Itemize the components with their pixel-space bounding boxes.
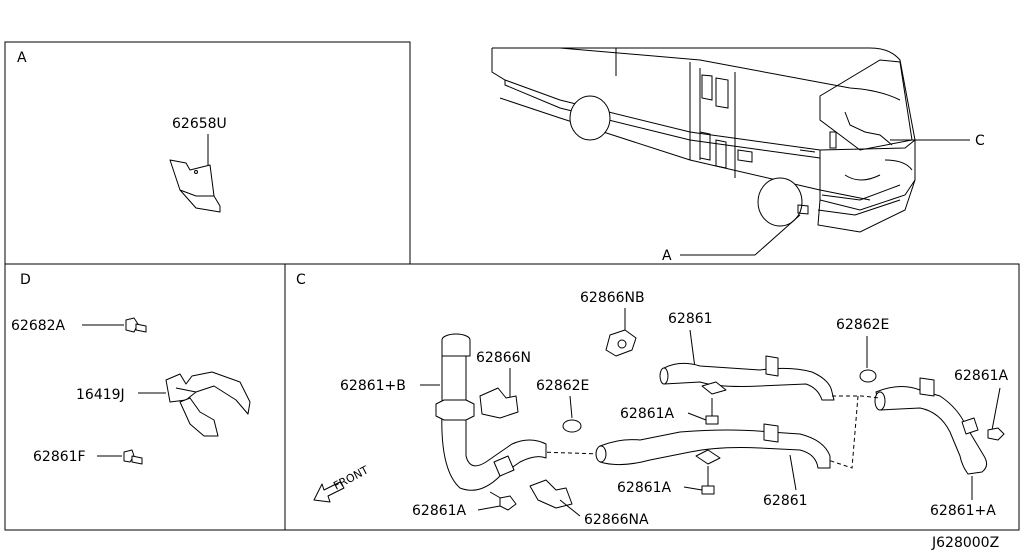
label-62866NA: 62866NA: [584, 512, 649, 528]
leader-a-vehicle-diag: [754, 214, 801, 256]
label-62861F: 62861F: [33, 449, 86, 465]
label-62862E-right: 62862E: [836, 317, 889, 333]
front-label: FRONT: [331, 463, 371, 492]
front-arrow-icon: [313, 481, 345, 503]
section-d-label: D: [20, 272, 31, 288]
label-16419J: 16419J: [76, 387, 125, 403]
label-62861A-low: 62861A: [617, 480, 672, 496]
clamp-62862E-right: [859, 369, 877, 383]
leader-62866NA: [559, 499, 581, 517]
diagram-code: J628000Z: [931, 535, 999, 551]
leader-62861A-low: [683, 486, 703, 491]
label-62861A-mid: 62861A: [620, 406, 675, 422]
hose-62861plusB: [435, 333, 547, 491]
leader-62861A-right: [991, 387, 1001, 431]
hose-62861-top: [663, 362, 835, 401]
leader-62861A-mid: [687, 412, 707, 421]
label-62866NB: 62866NB: [580, 290, 645, 306]
leader-62862E-mid: [569, 395, 573, 419]
label-62682A: 62682A: [11, 318, 66, 334]
label-62861A-right: 62861A: [954, 368, 1009, 384]
label-62862E-mid: 62862E: [536, 378, 589, 394]
vehicle-callout-c: C: [975, 133, 985, 149]
bracket-62866NA: [529, 479, 573, 509]
leader-62861A-bottom: [477, 505, 501, 511]
section-c-label: C: [296, 272, 306, 288]
connection-dash-left: [539, 451, 601, 455]
rear-wheel: [569, 95, 611, 141]
vehicle-illustration: [491, 47, 916, 233]
front-wheel: [757, 177, 803, 227]
panel-c-frame: [284, 263, 1020, 531]
label-62861B: 62861+B: [340, 378, 406, 394]
leader-62861-low: [789, 454, 797, 491]
label-62861-top: 62861: [668, 311, 713, 327]
bracket-62866N: [479, 387, 519, 419]
label-62861-low: 62861: [763, 493, 808, 509]
bolt-62861A-right: [987, 427, 1005, 441]
label-62658U: 62658U: [172, 116, 227, 132]
bolt-62861A-low: [701, 466, 715, 495]
bolt-62682A: [125, 317, 147, 333]
bracket-62866NB: [605, 329, 637, 357]
bolt-62861A-bottom: [489, 491, 517, 511]
vehicle-callout-a: A: [662, 248, 672, 264]
leader-62861-top: [689, 329, 696, 369]
clamp-62862E-mid: [562, 419, 582, 433]
hose-62861-low: [599, 429, 831, 469]
bolt-62861A-mid: [705, 398, 719, 425]
connection-dash-vertical: [827, 395, 859, 469]
label-62861plusA: 62861+A: [930, 503, 996, 519]
connection-dash-upper: [832, 395, 881, 399]
label-62866N: 62866N: [476, 350, 531, 366]
clamp-16419J: [165, 371, 251, 437]
bolt-62861F: [123, 449, 143, 465]
label-62861A-bottom: 62861A: [412, 503, 467, 519]
section-a-label: A: [17, 50, 27, 66]
bracket-62658U: [169, 159, 221, 213]
